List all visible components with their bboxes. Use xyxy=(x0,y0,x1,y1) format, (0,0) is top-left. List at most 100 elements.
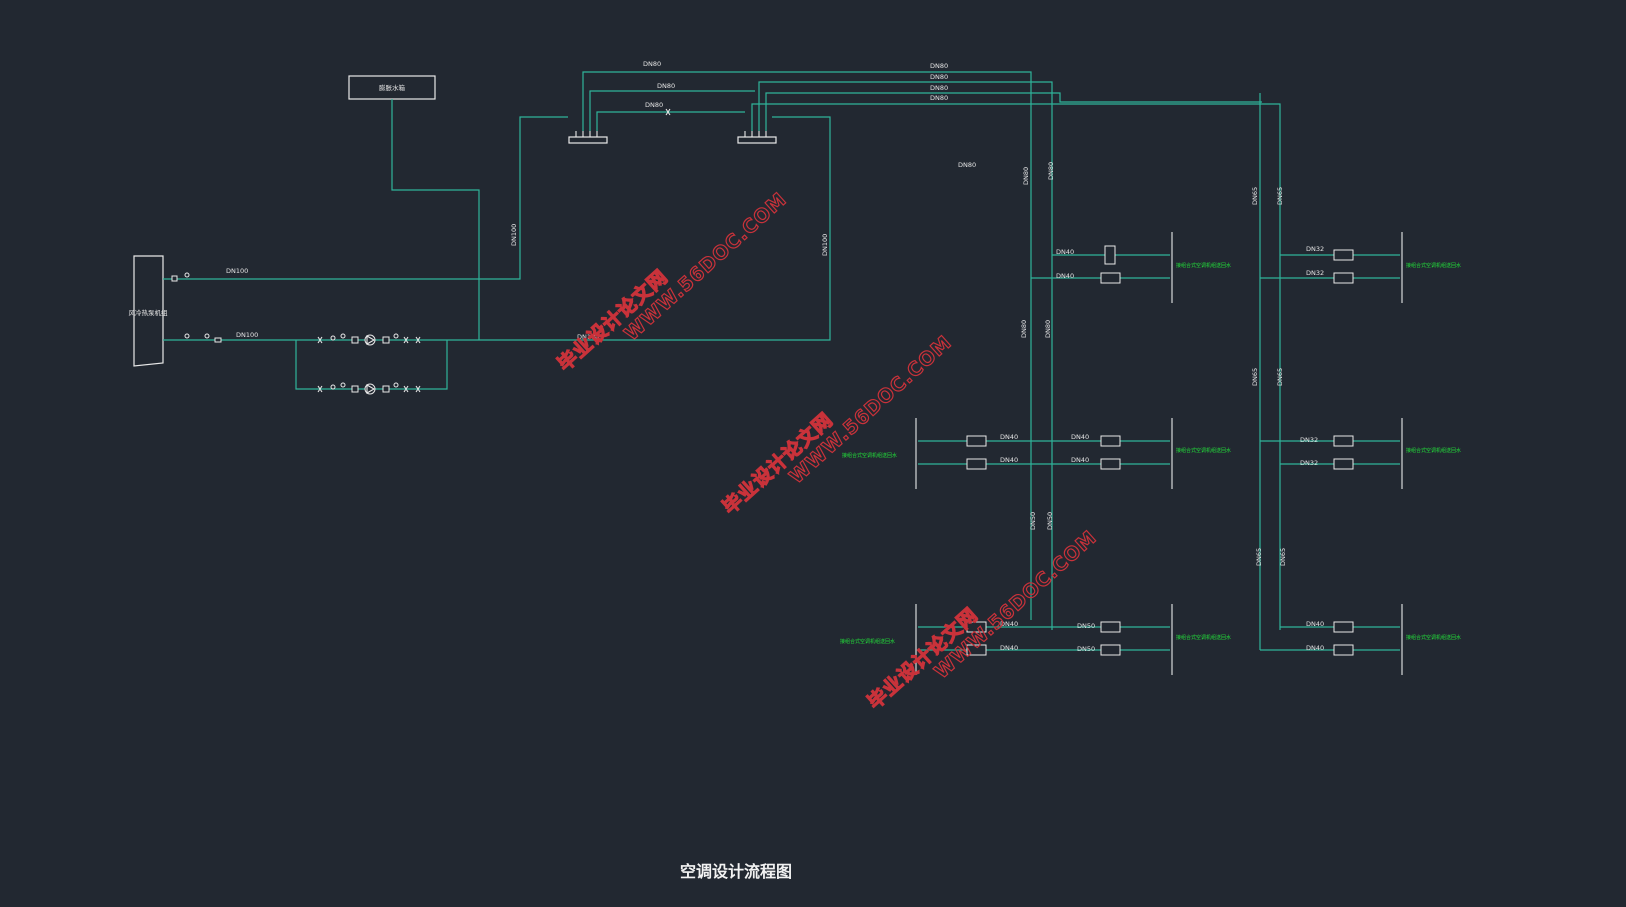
header-dn80-5 xyxy=(765,92,1262,131)
header-dn80-3 xyxy=(596,111,745,131)
branch-2: DN32 DN32 接组合式空调机组送回水 xyxy=(1260,232,1461,303)
watermark-2: 毕业设计论文网 WWW.56DOC.COM xyxy=(717,331,956,520)
zone-1-label: 接组合式空调机组送回水 xyxy=(1176,262,1231,269)
dn80-v2-label: DN80 xyxy=(1047,162,1055,180)
zone-8-label: 接组合式空调机组送回水 xyxy=(1406,634,1461,641)
valve-icon xyxy=(1333,435,1354,447)
branch-1-s: DN40 xyxy=(1056,248,1074,256)
gauge-icon xyxy=(330,335,336,341)
branch-5-s: DN32 xyxy=(1300,436,1318,444)
supply-main xyxy=(163,116,568,280)
dn80-v3-label: DN80 xyxy=(1020,320,1028,338)
branch-7-r: DN50 xyxy=(1077,645,1095,653)
valve-icon xyxy=(351,385,359,393)
dn50-v1-label: DN50 xyxy=(1029,512,1037,530)
dn80-c-label: DN80 xyxy=(645,101,663,109)
branch-4: DN40 DN40 接组合式空调机组送回水 xyxy=(1031,418,1231,489)
dn80-v4-label: DN80 xyxy=(1044,320,1052,338)
dn100-mid-label: DN100 xyxy=(577,333,599,341)
dn80-float-label: DN80 xyxy=(958,161,976,169)
branch-2-r: DN32 xyxy=(1306,269,1324,277)
dn80-r3-label: DN80 xyxy=(930,84,948,92)
branch-7: DN50 DN50 接组合式空调机组送回水 xyxy=(1031,604,1231,675)
thermometer-icon xyxy=(184,333,190,339)
supply-manifold xyxy=(568,136,608,144)
zone-6-label: 接组合式空调机组送回水 xyxy=(840,638,895,645)
valve-icon xyxy=(382,385,390,393)
valve-icon xyxy=(1333,272,1354,284)
watermark-3: 毕业设计论文网 WWW.56DOC.COM xyxy=(862,526,1101,715)
zone-3-label: 接组合式空调机组送回水 xyxy=(842,452,897,459)
gauge-icon xyxy=(340,382,346,388)
branch-4-s: DN40 xyxy=(1071,433,1089,441)
watermark-1: 毕业设计论文网 WWW.56DOC.COM xyxy=(552,188,791,377)
branch-5-r: DN32 xyxy=(1300,459,1318,467)
watermark-2-line2: WWW.56DOC.COM xyxy=(785,331,956,488)
dn65-v6-label: DN65 xyxy=(1279,548,1287,566)
branch-8-s: DN40 xyxy=(1306,620,1324,628)
watermark-3-line2: WWW.56DOC.COM xyxy=(930,526,1101,683)
branch-1: DN40 DN40 接组合式空调机组送回水 xyxy=(1031,232,1231,303)
pump-row-2 xyxy=(317,382,421,395)
dn80-v1-label: DN80 xyxy=(1022,167,1030,185)
dn65-v3-label: DN65 xyxy=(1251,368,1259,386)
chiller-label: 风冷热泵机组 xyxy=(129,308,169,317)
valve-icon xyxy=(1100,621,1121,633)
pump-row-1 xyxy=(317,333,421,346)
valve-icon xyxy=(382,336,390,344)
zone-2-label: 接组合式空调机组送回水 xyxy=(1406,262,1461,269)
valve-icon xyxy=(1100,435,1121,447)
valve-icon xyxy=(966,458,987,470)
valve-icon xyxy=(966,435,987,447)
pump-loop xyxy=(295,340,448,390)
gauge-icon xyxy=(393,333,399,339)
branch-8-r: DN40 xyxy=(1306,644,1324,652)
valve-icon xyxy=(1333,458,1354,470)
branch-6-s: DN40 xyxy=(1000,620,1018,628)
branch-6: DN40 DN40 接组合式空调机组送回水 xyxy=(840,604,1052,675)
expansion-tank-label: 膨胀水箱 xyxy=(379,83,406,92)
butterfly-valve-icon xyxy=(317,336,421,344)
dn65-v4-label: DN65 xyxy=(1276,368,1284,386)
diagram-title: 空调设计流程图 xyxy=(680,862,793,881)
branch-3-s: DN40 xyxy=(1000,433,1018,441)
branch-3: DN40 DN40 接组合式空调机组送回水 xyxy=(842,418,1052,489)
pump-arrow-icon xyxy=(366,335,376,345)
pressure-gauge-icon xyxy=(204,333,210,339)
dn80-r2-label: DN80 xyxy=(930,73,948,81)
branch-6-r: DN40 xyxy=(1000,644,1018,652)
watermark-1-line2: WWW.56DOC.COM xyxy=(620,188,791,345)
dn65-v2-label: DN65 xyxy=(1276,187,1284,205)
valve-icon xyxy=(1104,245,1116,265)
valve-icon xyxy=(1333,249,1354,261)
valve-icon xyxy=(1100,644,1121,656)
header-dn80-2 xyxy=(589,90,755,131)
gauge-icon xyxy=(340,333,346,339)
thermometer-icon xyxy=(184,272,190,278)
return-manifold xyxy=(737,136,777,144)
dn80-a-label: DN80 xyxy=(643,60,661,68)
branch-3-r: DN40 xyxy=(1000,456,1018,464)
valve-icon xyxy=(351,336,359,344)
branch-2-s: DN32 xyxy=(1306,245,1324,253)
valve-icon xyxy=(1100,458,1121,470)
dn100-supply-label: DN100 xyxy=(226,267,248,275)
valve-icon xyxy=(1100,272,1121,284)
valve-icon xyxy=(966,621,987,633)
header-dn80-1 xyxy=(582,71,1032,620)
return-main xyxy=(163,116,831,341)
filter-icon xyxy=(214,337,222,343)
dn50-v2-label: DN50 xyxy=(1046,512,1054,530)
gauge-icon xyxy=(330,384,336,390)
branch-8: DN40 DN40 接组合式空调机组送回水 xyxy=(1260,604,1461,675)
expansion-pipe xyxy=(391,99,480,340)
dn80-r4-label: DN80 xyxy=(930,94,948,102)
zone-5-label: 接组合式空调机组送回水 xyxy=(1406,447,1461,454)
butterfly-valve-icon xyxy=(317,385,421,393)
branch-4-r: DN40 xyxy=(1071,456,1089,464)
gauge-icon xyxy=(393,382,399,388)
dn100-v2-label: DN100 xyxy=(821,234,829,256)
dn80-b-label: DN80 xyxy=(657,82,675,90)
header-dn80-6 xyxy=(751,103,1281,630)
